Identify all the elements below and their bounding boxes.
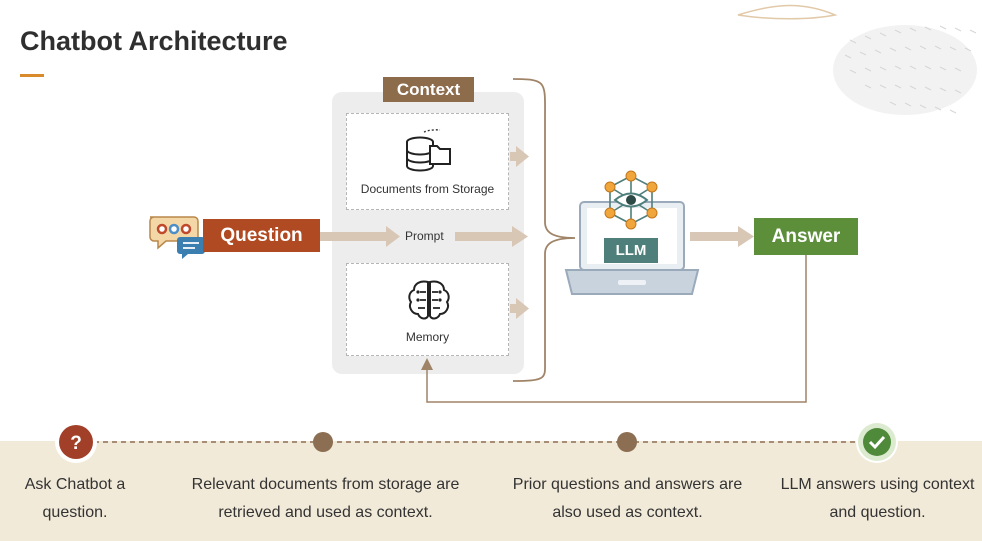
checkmark-step-icon [856, 421, 898, 463]
brain-icon [408, 280, 450, 320]
context-tag: Context [383, 77, 474, 102]
memory-arrow-shaft [510, 304, 518, 313]
title-accent-bar [20, 74, 44, 77]
chat-bubble-icon [149, 216, 205, 259]
question-label: Question [203, 219, 320, 252]
feedback-loop-line [426, 255, 807, 403]
steps-timeline: ? [55, 421, 898, 463]
step-1-text: Ask Chatbot a question. [24, 476, 126, 521]
feedback-loop-arrowhead [421, 358, 433, 370]
svg-text:?: ? [70, 433, 82, 454]
llm-label: LLM [604, 238, 658, 263]
network-eye-icon [604, 170, 658, 230]
question-arrow-head [386, 226, 400, 247]
step-4-text: LLM answers using context and question. [780, 476, 975, 521]
step-3-text: Prior questions and answers are also use… [512, 476, 743, 521]
database-icon [406, 129, 451, 172]
decorative-pattern [737, 4, 977, 115]
question-step-icon: ? [55, 421, 97, 463]
prompt-arrow-head [512, 226, 528, 247]
docs-arrow-head [516, 146, 529, 167]
memory-box: Memory [346, 263, 509, 356]
timeline-dot-2 [313, 432, 333, 452]
documents-label: Documents from Storage [360, 182, 495, 196]
memory-arrow-head [516, 298, 529, 319]
answer-label: Answer [754, 218, 858, 255]
llm-arrow-shaft [690, 232, 740, 241]
steps-band [0, 441, 982, 541]
prompt-label: Prompt [402, 229, 447, 243]
documents-box: Documents from Storage [346, 113, 509, 210]
page-title: Chatbot Architecture [20, 26, 288, 56]
question-arrow-shaft [320, 232, 388, 241]
context-bracket [512, 78, 576, 382]
prompt-arrow-shaft [455, 232, 513, 241]
llm-arrow-head [738, 226, 754, 247]
docs-arrow-shaft [510, 152, 518, 161]
timeline-dot-3 [617, 432, 637, 452]
step-2-text: Relevant documents from storage are retr… [191, 476, 460, 521]
memory-label: Memory [405, 330, 450, 344]
